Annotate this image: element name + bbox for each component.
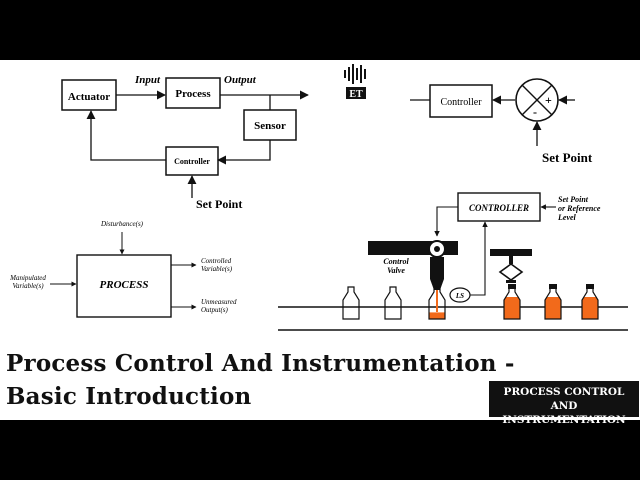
valve-label-1: Control: [383, 257, 409, 266]
bottles: [342, 284, 599, 320]
process-io-block: [76, 254, 172, 318]
level-switch-icon: [449, 287, 471, 303]
bottle: [342, 286, 360, 320]
minus-sign: -: [533, 105, 537, 119]
feedback-loop-diagram: Actuator Process Sensor Controller Input…: [61, 74, 309, 211]
sensor-block: [243, 109, 297, 141]
nozzle: [430, 279, 444, 290]
level-switch-label: LS: [455, 292, 464, 300]
valve-body: [430, 257, 444, 279]
bottle-filling-diagram: CONTROLLER Set Point or Reference Level …: [278, 192, 628, 331]
controller2-label: Controller: [440, 97, 482, 108]
bottle-cap: [549, 284, 557, 289]
disturbances-label: Disturbance(s): [100, 220, 144, 228]
badge-line-2: INSTRUMENTATION: [502, 414, 626, 426]
manipulated-label-2: Variable(s): [12, 282, 44, 290]
set-point4-label-1: Set Point: [558, 195, 589, 204]
et-logo: ET: [344, 64, 366, 100]
capper-bar: [490, 249, 532, 256]
sensor-label: Sensor: [254, 120, 286, 132]
page-title-line-2: Basic Introduction: [6, 383, 252, 410]
manipulated-label-1: Manipulated: [9, 274, 46, 282]
bottle: [544, 284, 562, 320]
logo-text: ET: [349, 89, 363, 100]
process-block: [165, 77, 221, 109]
controller-to-actuator-arrow: [86, 110, 166, 161]
bottle: [503, 284, 521, 320]
bottle-cap: [508, 284, 516, 289]
diagrams-canvas: Actuator Process Sensor Controller Input…: [9, 64, 628, 331]
bottle: [581, 284, 599, 320]
content-panel: Actuator Process Sensor Controller Input…: [0, 60, 640, 420]
liquid-stream: [436, 290, 438, 312]
controller4-label: CONTROLLER: [469, 203, 529, 213]
bottle: [384, 286, 402, 320]
valve-label-2: Valve: [387, 266, 405, 275]
controller-label: Controller: [174, 157, 210, 166]
plus-sign: +: [545, 93, 552, 107]
badge-line-1: PROCESS CONTROL AND: [503, 386, 625, 412]
sensor-to-controller4-arrow: [469, 221, 488, 296]
sensor-to-controller-arrow: [217, 140, 271, 165]
capper-head: [498, 263, 524, 281]
actuator-block: [61, 79, 117, 111]
input-label: Input: [134, 74, 161, 86]
process-io-label: PROCESS: [100, 279, 149, 291]
set-point4-label-2: or Reference: [558, 204, 601, 213]
process-io-diagram: PROCESS Disturbance(s) Manipulated Varia…: [9, 220, 237, 318]
topic-badge: PROCESS CONTROL AND INSTRUMENTATION: [489, 381, 639, 426]
summing-junction-diagram: Controller + - Set Point: [410, 78, 593, 165]
actuator-label: Actuator: [68, 91, 110, 103]
unmeasured-label-2: Output(s): [201, 306, 229, 314]
set-point4-label-3: Level: [557, 213, 577, 222]
page-title-line-1: Process Control And Instrumentation -: [6, 350, 515, 377]
controller2-block: [429, 84, 493, 118]
output-label: Output: [224, 74, 257, 86]
set-point2-label: Set Point: [542, 150, 593, 165]
process-label: Process: [175, 88, 211, 100]
unmeasured-label-1: Unmeasured: [201, 298, 237, 306]
controlled-label-2: Variable(s): [201, 265, 233, 273]
controller-to-valve-arrow: [434, 206, 458, 237]
bottle-cap: [586, 284, 594, 289]
bottle: [428, 286, 446, 320]
controlled-label-1: Controlled: [201, 257, 232, 265]
set-point-label: Set Point: [196, 197, 242, 211]
